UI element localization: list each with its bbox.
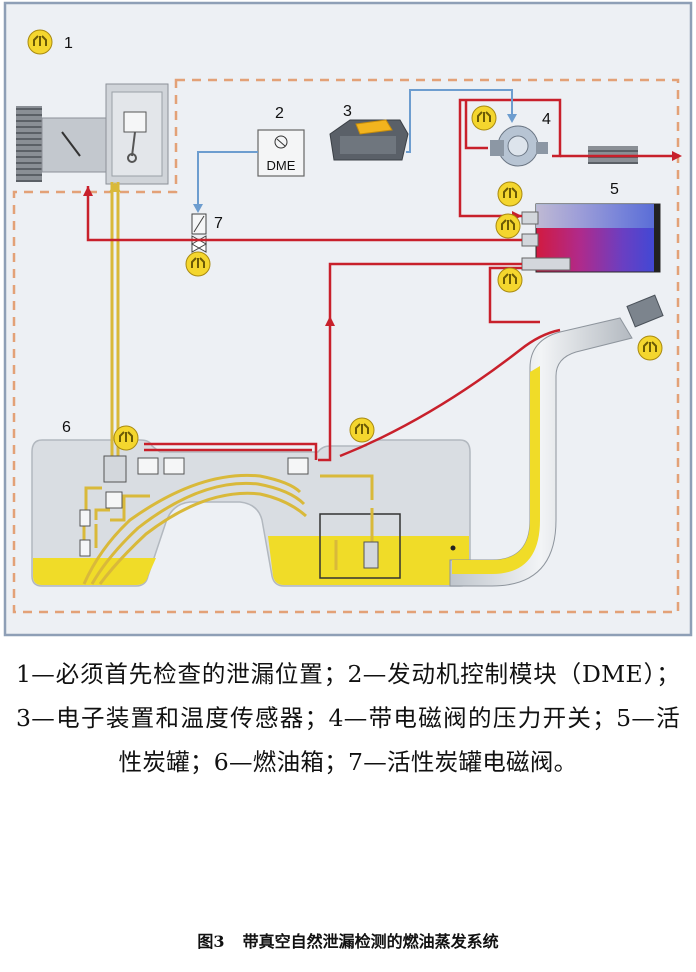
- leak-check-marker-icon: [497, 267, 523, 293]
- purge-valve: [190, 213, 208, 253]
- figure-legend: 1—必须首先检查的泄漏位置；2—发动机控制模块（DME）；3—电子装置和温度传感…: [16, 660, 680, 776]
- fuel-arrow-engine: [109, 182, 121, 192]
- engine: [16, 83, 169, 185]
- dme-label: DME: [267, 158, 296, 173]
- filler-neck: [449, 294, 664, 587]
- pressure-switch: [490, 125, 548, 167]
- label-5: 5: [610, 181, 619, 198]
- tank-valves: [79, 455, 379, 569]
- leak-check-marker-icon: [637, 335, 663, 361]
- leak-check-marker-icon: [185, 251, 211, 277]
- label-2: 2: [275, 105, 284, 122]
- label-7: 7: [214, 215, 223, 232]
- figure-number: 图3: [197, 932, 225, 951]
- label-6: 6: [62, 419, 71, 436]
- label-1: 1: [64, 35, 73, 52]
- label-4: 4: [542, 111, 551, 128]
- figure-title: 带真空自然泄漏检测的燃油蒸发系统: [242, 932, 499, 951]
- leak-check-markers: [27, 29, 663, 451]
- dme-module: DME: [257, 129, 305, 177]
- leak-check-marker-icon: [349, 417, 375, 443]
- figure-caption: 图3 带真空自然泄漏检测的燃油蒸发系统: [0, 928, 696, 952]
- signal-arrow-valve: [193, 204, 203, 213]
- carbon-canister: [521, 203, 661, 273]
- signal-lines: [197, 89, 513, 210]
- fuel-evaporation-system-diagram: DME: [3, 1, 693, 637]
- leak-check-marker-icon: [495, 213, 521, 239]
- leak-check-marker-icon: [27, 29, 53, 55]
- fuel-lines: [82, 182, 374, 585]
- leak-check-marker-icon: [113, 425, 139, 451]
- vapor-arrow-up: [325, 316, 335, 326]
- dashed-border: [12, 78, 680, 614]
- electronics-module: [329, 119, 409, 161]
- leak-check-marker-icon: [471, 105, 497, 131]
- label-3: 3: [343, 103, 352, 120]
- vapor-lines: [86, 98, 672, 462]
- signal-arrow-switch: [507, 114, 517, 123]
- vapor-arrow-engine: [83, 186, 93, 196]
- vapor-outlet-arrow: [672, 151, 682, 161]
- leak-check-marker-icon: [497, 181, 523, 207]
